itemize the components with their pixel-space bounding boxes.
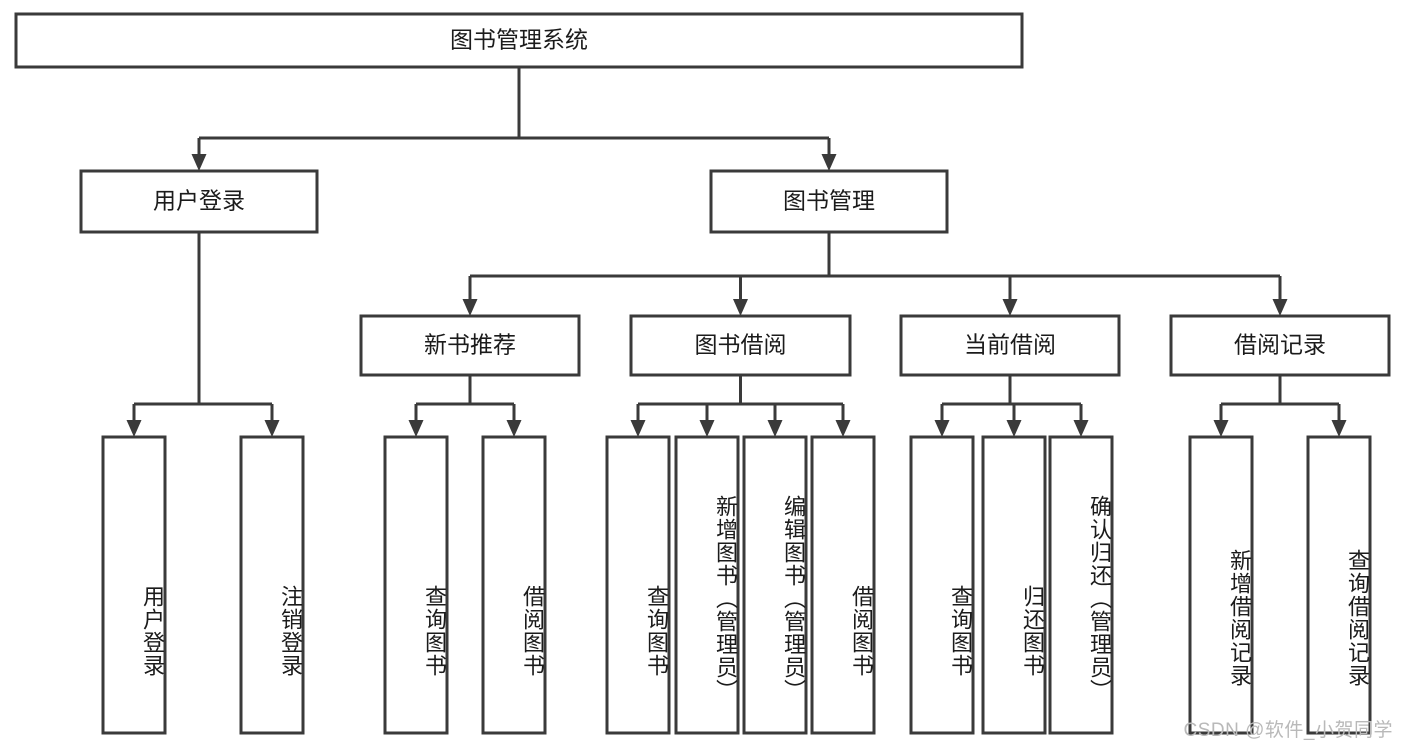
edge-tsgl-arrow-0 <box>462 299 478 316</box>
node-l2-用户登录-rect[interactable] <box>79 169 319 234</box>
node-leaf-10-确认归还管理员-rect[interactable] <box>1048 435 1114 735</box>
node-leaf-2-查询图书[interactable] <box>383 435 449 735</box>
node-leaf-6-编辑图书管理员-rect[interactable] <box>742 435 808 735</box>
edge-jyjl-arrow-0 <box>1213 420 1229 437</box>
edge-xstj-arrow-1 <box>506 420 522 437</box>
node-l3-当前借阅-rect[interactable] <box>899 314 1121 377</box>
edge-tsgl-arrow-2 <box>1002 299 1018 316</box>
node-leaf-5-新增图书管理员-rect[interactable] <box>674 435 740 735</box>
edge-xstj-arrow-0 <box>408 420 424 437</box>
edge-tsgl-arrow-1 <box>733 299 748 316</box>
node-root-图书管理系统-label: 图书管理系统 <box>450 27 588 53</box>
watermark-text: CSDN @软件_小贺同学 <box>1183 720 1393 741</box>
node-leaf-11-新增借阅记录-rect[interactable] <box>1188 435 1254 735</box>
node-l3-图书借阅[interactable]: 图书借阅 <box>629 314 852 377</box>
node-leaf-6-编辑图书管理员[interactable] <box>742 435 808 735</box>
node-leaf-10-确认归还管理员[interactable] <box>1048 435 1114 735</box>
node-l3-新书推荐[interactable]: 新书推荐 <box>359 314 581 377</box>
edge-dqjy-arrow-0 <box>934 420 950 437</box>
edge-dqjy-arrow-2 <box>1073 420 1089 437</box>
node-root-图书管理系统[interactable]: 图书管理系统 <box>14 12 1024 69</box>
node-l3-新书推荐-rect[interactable] <box>359 314 581 377</box>
node-leaf-7-借阅图书[interactable] <box>810 435 876 735</box>
node-l3-新书推荐-label: 新书推荐 <box>424 332 516 358</box>
node-l3-当前借阅-label: 当前借阅 <box>964 332 1056 358</box>
node-leaf-12-查询借阅记录-rect[interactable] <box>1306 435 1372 735</box>
node-leaf-11-新增借阅记录[interactable] <box>1188 435 1254 735</box>
node-leaf-9-归还图书[interactable] <box>981 435 1047 735</box>
edge-dqjy-arrow-1 <box>1006 420 1022 437</box>
node-leaf-0-用户登录[interactable] <box>101 435 167 735</box>
node-root-图书管理系统-rect[interactable] <box>14 12 1024 69</box>
edge-tsjy-arrow-1 <box>699 420 715 437</box>
node-l2-用户登录[interactable]: 用户登录 <box>79 169 319 234</box>
node-l3-图书借阅-rect[interactable] <box>629 314 852 377</box>
edge-jyjl-arrow-1 <box>1331 420 1347 437</box>
node-leaf-4-查询图书[interactable] <box>605 435 671 735</box>
node-l2-图书管理-rect[interactable] <box>709 169 949 234</box>
edge-yhdl-arrow-1 <box>264 420 280 437</box>
node-leaf-1-注销登录-rect[interactable] <box>239 435 305 735</box>
node-leaf-8-查询图书[interactable] <box>909 435 975 735</box>
edge-tsjy-arrow-2 <box>767 420 783 437</box>
edge-tsgl-arrow-3 <box>1272 299 1288 316</box>
node-l2-用户登录-label: 用户登录 <box>153 188 245 214</box>
node-l2-图书管理[interactable]: 图书管理 <box>709 169 949 234</box>
node-leaf-12-查询借阅记录[interactable] <box>1306 435 1372 735</box>
node-leaf-8-查询图书-rect[interactable] <box>909 435 975 735</box>
node-leaf-2-查询图书-rect[interactable] <box>383 435 449 735</box>
node-leaf-9-归还图书-rect[interactable] <box>981 435 1047 735</box>
node-l3-借阅记录-label: 借阅记录 <box>1234 332 1326 358</box>
node-leaf-1-注销登录[interactable] <box>239 435 305 735</box>
edge-yhdl-arrow-0 <box>126 420 142 437</box>
node-leaf-3-借阅图书[interactable] <box>481 435 547 735</box>
node-l2-图书管理-label: 图书管理 <box>783 188 875 214</box>
edge-tsjy-arrow-0 <box>630 420 646 437</box>
node-l3-当前借阅[interactable]: 当前借阅 <box>899 314 1121 377</box>
node-leaf-3-借阅图书-rect[interactable] <box>481 435 547 735</box>
node-l3-借阅记录-rect[interactable] <box>1169 314 1391 377</box>
edge-tsjy-arrow-3 <box>835 420 851 437</box>
connectors-layer <box>126 67 1347 437</box>
node-leaf-4-查询图书-rect[interactable] <box>605 435 671 735</box>
node-leaf-7-借阅图书-rect[interactable] <box>810 435 876 735</box>
edge-root-arrow-1 <box>821 154 837 171</box>
edge-root-arrow-0 <box>191 154 207 171</box>
node-l3-图书借阅-label: 图书借阅 <box>695 332 787 358</box>
node-leaf-5-新增图书管理员[interactable] <box>674 435 740 735</box>
node-l3-借阅记录[interactable]: 借阅记录 <box>1169 314 1391 377</box>
node-leaf-0-用户登录-rect[interactable] <box>101 435 167 735</box>
